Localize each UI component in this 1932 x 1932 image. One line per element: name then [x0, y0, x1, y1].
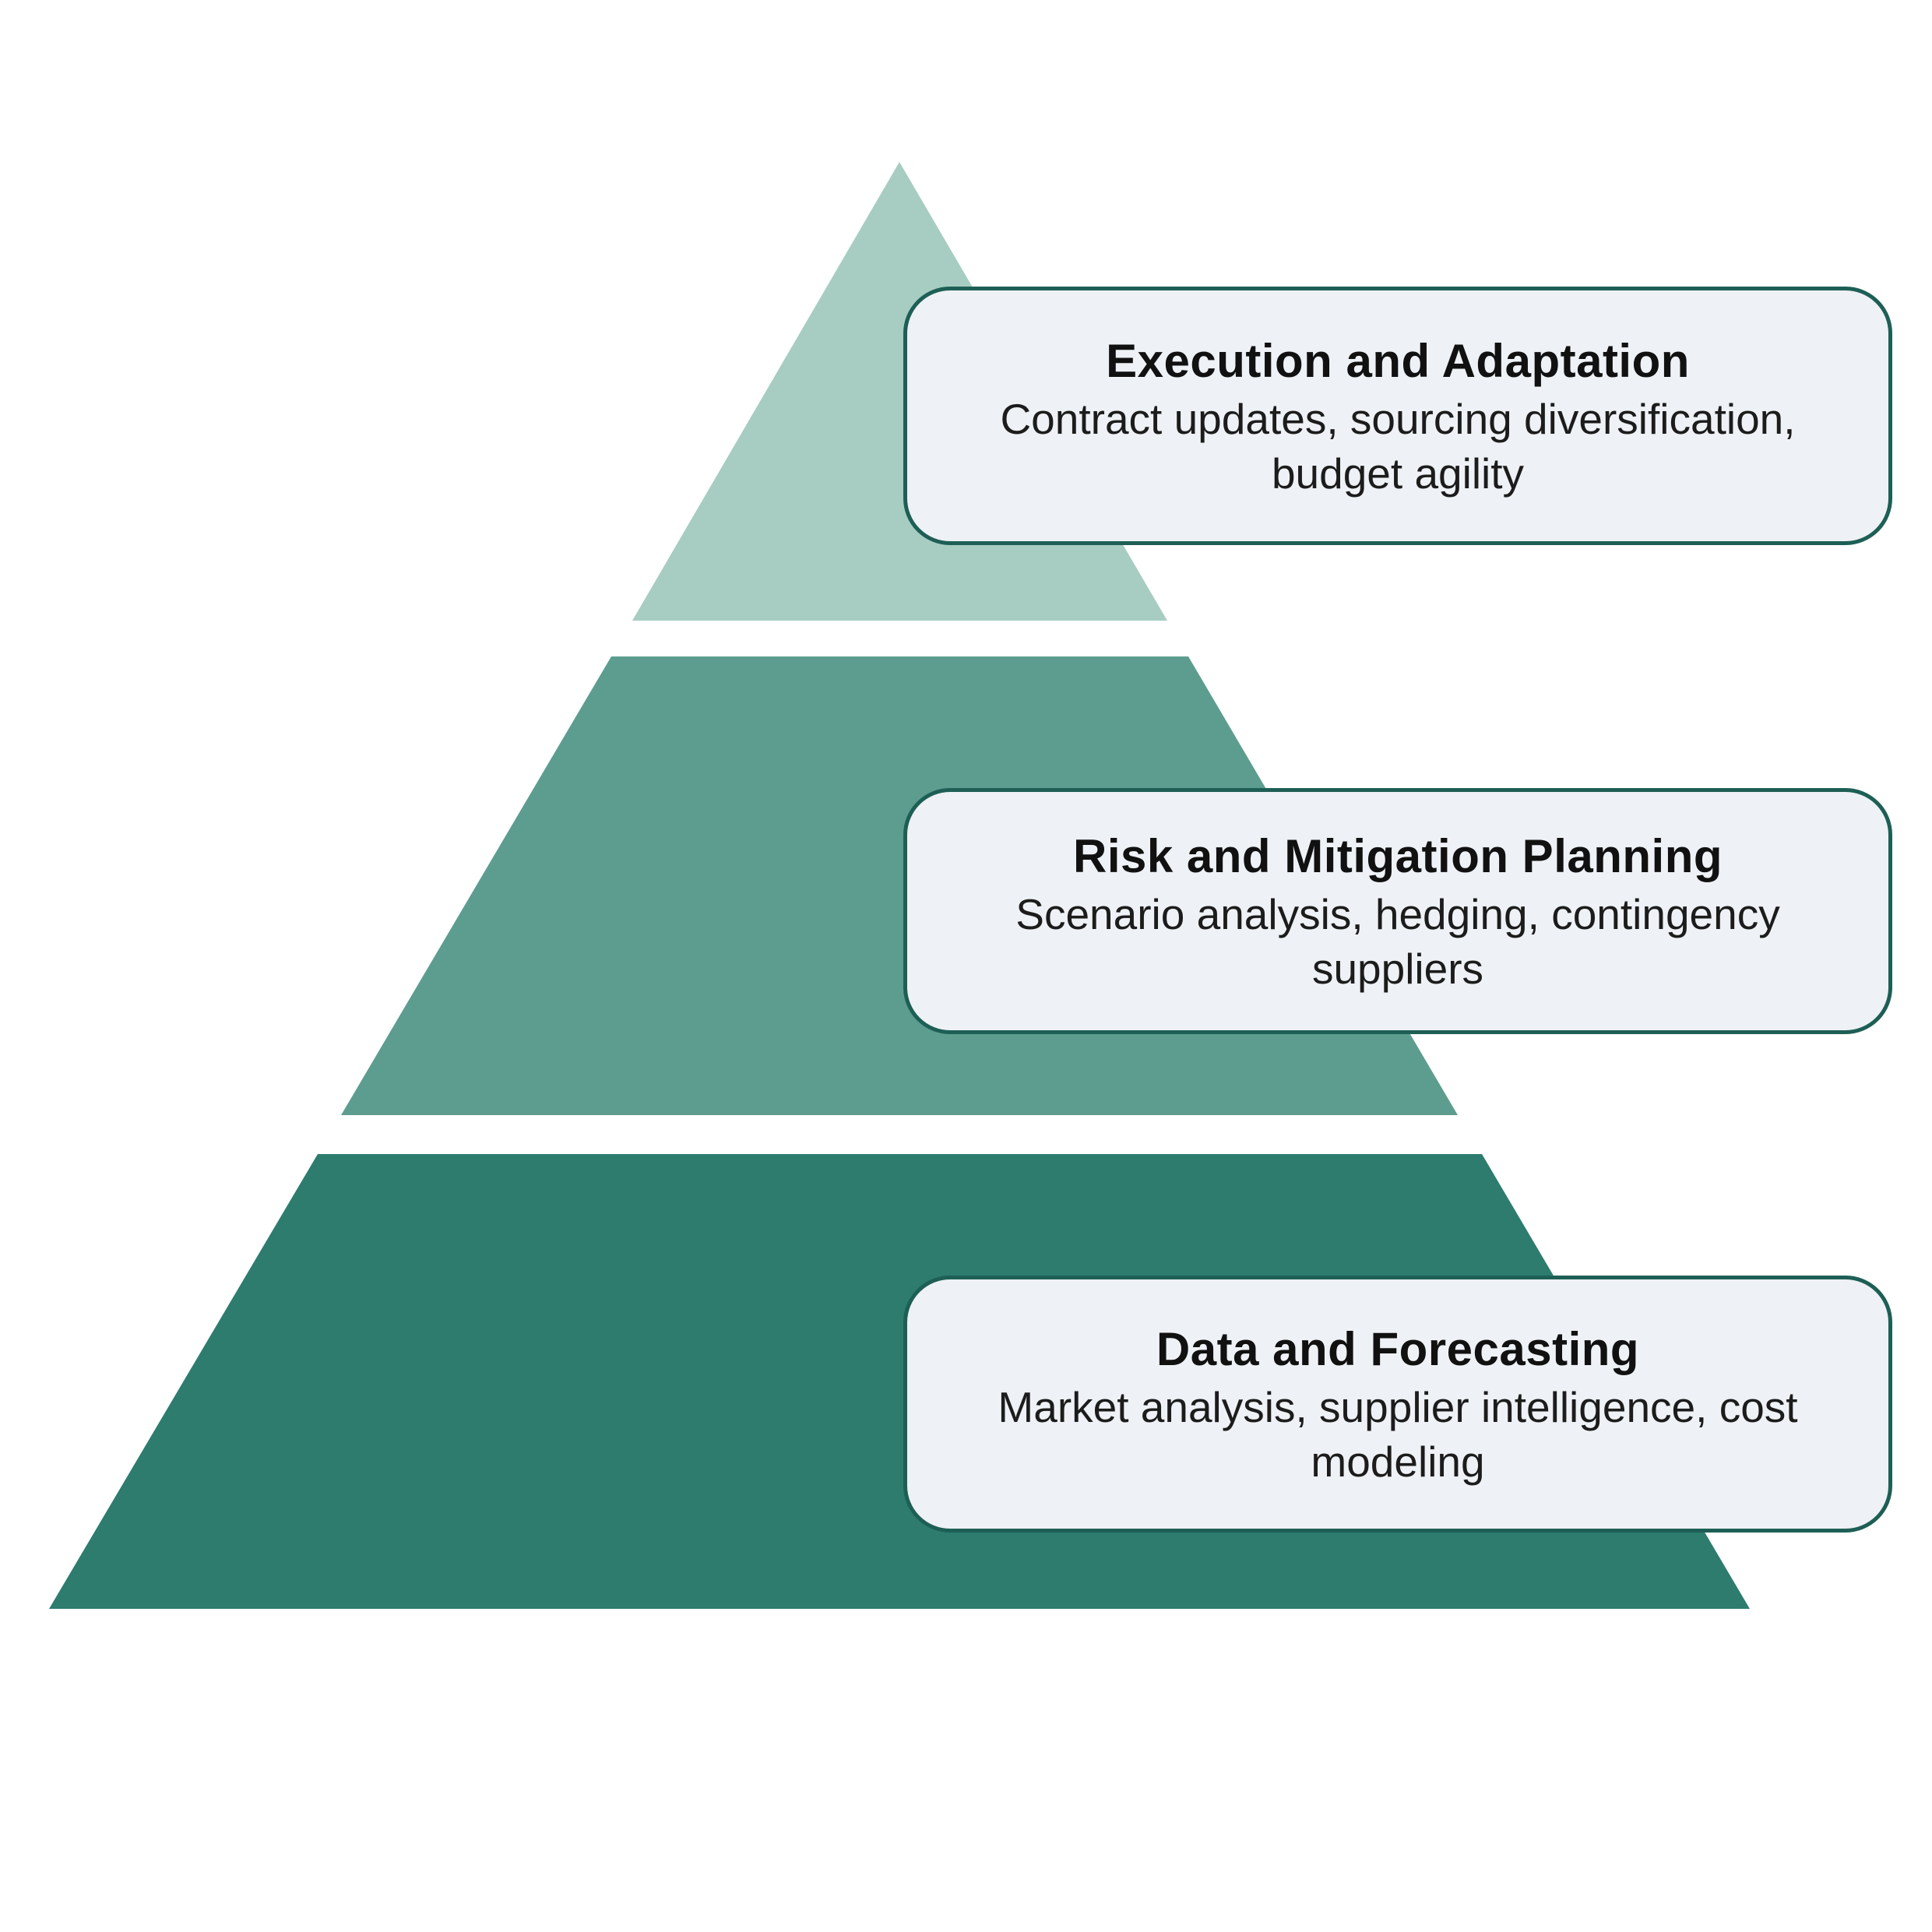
tier-2-title: Risk and Mitigation Planning [1072, 829, 1723, 882]
tier-1-subtitle: Contract updates, sourcing diversificati… [1000, 394, 1796, 498]
tier-2-subtitle: Scenario analysis, hedging, contingency … [1015, 889, 1780, 993]
tier-1-label-card: Execution and Adaptation Contract update… [903, 287, 1892, 545]
tier-3-label-card: Data and Forecasting Market analysis, su… [903, 1276, 1892, 1533]
tier-1-title: Execution and Adaptation [1106, 334, 1690, 387]
tier-2-label-card: Risk and Mitigation Planning Scenario an… [903, 788, 1892, 1034]
tier-3-title: Data and Forecasting [1156, 1322, 1640, 1375]
tier-3-subtitle: Market analysis, supplier intelligence, … [998, 1382, 1798, 1486]
